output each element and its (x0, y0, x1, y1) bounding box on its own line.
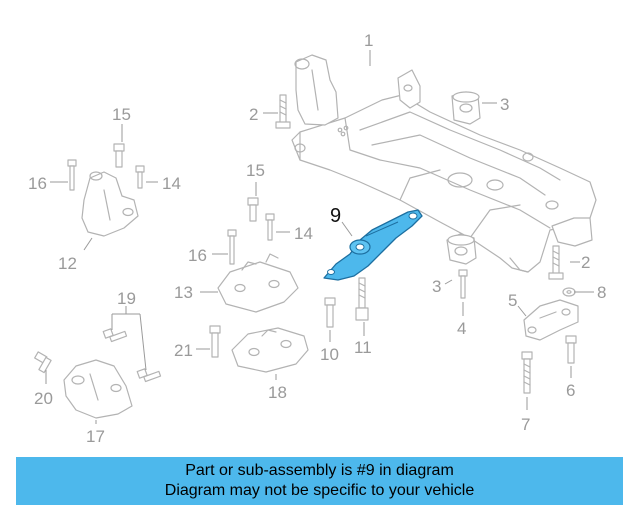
bracket-part-5[interactable] (523, 299, 579, 341)
bracket-part-18[interactable] (231, 327, 309, 373)
bolt-part-6[interactable] (565, 335, 577, 364)
callout-17: 17 (86, 427, 105, 446)
callout-5: 5 (508, 291, 517, 310)
leader-lines (45, 50, 594, 424)
callout-16-lower: 16 (188, 246, 207, 265)
engine-mount-part-12[interactable] (81, 171, 139, 237)
callout-9: 9 (330, 205, 341, 227)
callout-1: 1 (364, 31, 373, 50)
callout-8: 8 (597, 283, 606, 302)
transmission-mount-part-17[interactable] (63, 359, 133, 419)
bracket-part-13[interactable] (217, 253, 299, 313)
bolt-part-19-left[interactable] (102, 328, 128, 343)
callout-2-lower: 2 (581, 253, 590, 272)
bolt-part-15-upper[interactable] (113, 143, 125, 168)
callout-20: 20 (34, 389, 53, 408)
bolt-part-10[interactable] (324, 297, 336, 328)
subframe-part-1[interactable] (291, 54, 597, 273)
callout-10: 10 (320, 345, 339, 364)
callout-2-upper: 2 (249, 105, 258, 124)
info-banner: Part or sub-assembly is #9 in diagram Di… (16, 457, 623, 505)
bolt-part-19-right[interactable] (136, 368, 162, 383)
callout-3-lower: 3 (432, 277, 441, 296)
banner-line-2: Diagram may not be specific to your vehi… (164, 482, 475, 499)
callout-19: 19 (117, 289, 136, 308)
torque-rod-part-9[interactable] (323, 209, 423, 281)
bolt-part-16-upper[interactable] (67, 159, 77, 191)
bolt-part-14-lower[interactable] (265, 213, 275, 241)
callout-13: 13 (174, 283, 193, 302)
callout-18: 18 (268, 383, 287, 402)
bushing-part-3-lower[interactable] (446, 233, 477, 265)
bolt-part-4[interactable] (458, 269, 468, 299)
bolt-part-16-lower[interactable] (227, 229, 237, 265)
callout-16-upper: 16 (28, 174, 47, 193)
bolt-part-15-lower[interactable] (247, 197, 259, 222)
washer-part-8[interactable] (562, 287, 576, 297)
callout-15-lower: 15 (246, 161, 265, 180)
bolt-part-14-upper[interactable] (135, 165, 145, 189)
callout-4: 4 (457, 319, 466, 338)
parts-diagram: 1 2 3 2 3 4 5 8 6 7 9 10 11 15 16 14 12 … (28, 31, 606, 446)
callout-14-upper: 14 (162, 174, 181, 193)
bolt-part-11[interactable] (355, 277, 369, 321)
bolt-part-2-upper[interactable] (275, 94, 291, 129)
callout-7: 7 (521, 415, 530, 434)
callout-3-upper: 3 (500, 95, 509, 114)
banner-line-1: Part or sub-assembly is #9 in diagram (185, 462, 454, 479)
bolt-part-20[interactable] (34, 351, 52, 374)
bolt-part-2-lower[interactable] (548, 245, 564, 280)
callout-21: 21 (174, 341, 193, 360)
bolt-part-21[interactable] (209, 325, 221, 358)
callout-15-upper: 15 (112, 105, 131, 124)
callout-labels: 1 2 3 2 3 4 5 8 6 7 9 10 11 15 16 14 12 … (28, 31, 606, 446)
bolt-part-7[interactable] (521, 351, 533, 394)
callout-11: 11 (354, 338, 372, 357)
callout-6: 6 (566, 381, 575, 400)
bushing-part-3-upper[interactable] (451, 91, 481, 125)
callout-14-lower: 14 (294, 224, 313, 243)
callout-12: 12 (58, 254, 77, 273)
